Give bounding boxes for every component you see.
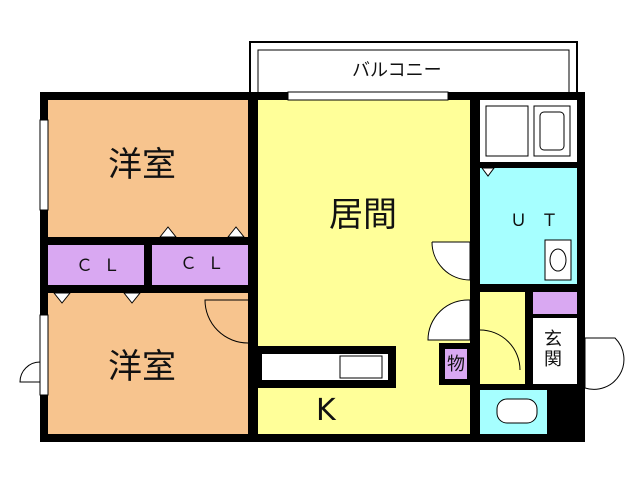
bathtub: [485, 105, 529, 157]
shoe-closet: [533, 292, 577, 314]
closet-2-label: ＣＬ: [180, 254, 234, 274]
balcony-label: バルコニー: [352, 60, 442, 81]
kitchen-sink: [339, 355, 383, 379]
western-room-1-label: 洋室: [108, 145, 176, 185]
storage-closet: [439, 343, 473, 385]
closet-2: [152, 245, 248, 285]
kitchen-label: K: [316, 393, 336, 428]
western-room-2: [48, 293, 248, 434]
utility-label: ＵＴ: [510, 211, 572, 231]
storage-label: 物: [447, 354, 465, 375]
closet-1-label: ＣＬ: [76, 256, 130, 276]
closet-1: [48, 245, 144, 285]
entrance-label: 玄関: [544, 329, 562, 370]
western-room-2-label: 洋室: [108, 347, 176, 387]
living-room-label: 居間: [329, 195, 397, 235]
western-room-1: [48, 100, 248, 237]
entrance: [533, 318, 577, 384]
washbasin: [544, 239, 572, 281]
toilet: [496, 398, 538, 424]
hallway: [480, 292, 525, 384]
